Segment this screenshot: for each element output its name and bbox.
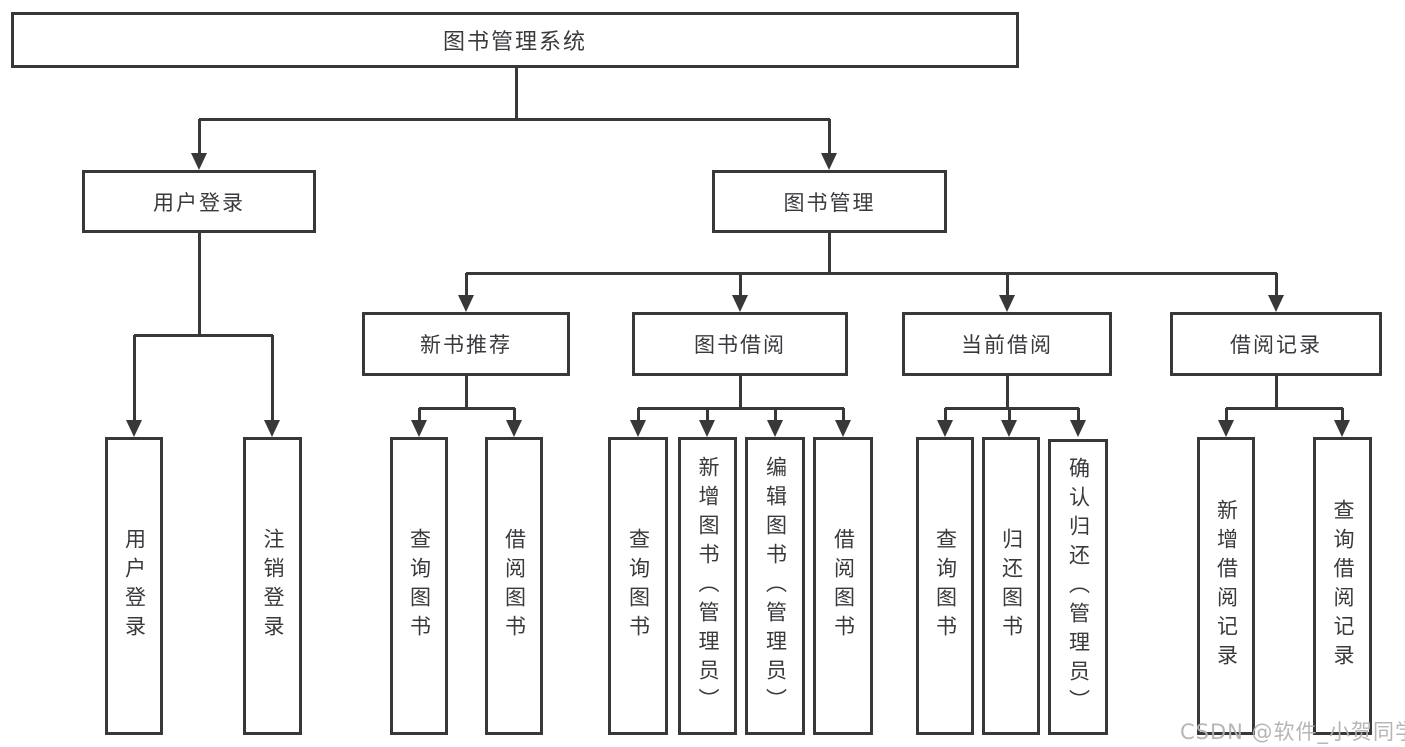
connector-drop-borrowing-records	[1275, 273, 1278, 305]
leaf-edit-books-admin: 编辑图书（管理员）	[745, 437, 805, 735]
node-book-borrowing-label: 图书借阅	[694, 333, 786, 357]
connector-drop-add-books	[706, 408, 709, 430]
leaf-query-books-1: 查询图书	[390, 437, 448, 735]
leaf-logout: 注销登录	[243, 437, 302, 735]
leaf-logout-label: 注销登录	[261, 528, 285, 644]
connector-drop-add-borrow-record	[1225, 408, 1228, 430]
connector-root-stem	[515, 68, 518, 120]
connector-drop-leaf-logout	[271, 335, 274, 430]
arrowhead-add-books	[699, 420, 715, 437]
leaf-borrow-books-1-label: 借阅图书	[502, 528, 527, 644]
leaf-query-books-3-label: 查询图书	[933, 528, 958, 644]
connector-drop-query-books-1	[418, 408, 421, 430]
connector-drop-borrow-books-1	[513, 408, 516, 430]
leaf-add-books-admin-label: 新增图书（管理员）	[696, 455, 720, 717]
connector-borrowing-records-rail	[1226, 407, 1343, 410]
connector-drop-borrow-books-2	[842, 408, 845, 430]
connector-book-borrowing-rail	[638, 407, 844, 410]
node-current-borrowing-label: 当前借阅	[961, 333, 1053, 357]
connector-drop-book-management	[828, 119, 831, 165]
connector-drop-query-borrow-record	[1341, 408, 1344, 430]
connector-drop-return-books	[1008, 408, 1011, 430]
connector-borrowing-records-stem	[1275, 376, 1278, 409]
leaf-confirm-return-admin-label: 确认归还（管理员）	[1066, 456, 1091, 718]
node-borrowing-records: 借阅记录	[1170, 312, 1382, 376]
connector-drop-confirm-return	[1077, 408, 1080, 430]
arrowhead-leaf-user-login	[126, 420, 142, 437]
connector-drop-query-books-2	[637, 408, 640, 430]
leaf-user-login-label: 用户登录	[122, 528, 147, 644]
node-root: 图书管理系统	[11, 12, 1019, 68]
node-root-label: 图书管理系统	[442, 30, 587, 55]
connector-new-book-recommend-stem	[465, 376, 468, 409]
arrowhead-user-login	[191, 153, 207, 170]
leaf-confirm-return-admin: 确认归还（管理员）	[1048, 439, 1108, 735]
connector-book-borrowing-stem	[739, 376, 742, 409]
leaf-user-login: 用户登录	[105, 437, 163, 735]
connector-current-borrowing-stem	[1006, 376, 1009, 409]
node-book-management-label: 图书管理	[783, 190, 876, 215]
leaf-query-books-3: 查询图书	[916, 437, 974, 735]
arrowhead-edit-books	[767, 420, 783, 437]
leaf-borrow-books-2: 借阅图书	[813, 437, 873, 735]
arrowhead-query-borrow-record	[1334, 420, 1350, 437]
arrowhead-add-borrow-record	[1218, 420, 1234, 437]
connector-drop-edit-books	[774, 408, 777, 430]
arrowhead-leaf-logout	[264, 420, 280, 437]
leaf-add-borrow-record: 新增借阅记录	[1197, 437, 1255, 735]
node-new-book-recommend-label: 新书推荐	[420, 333, 512, 357]
leaf-return-books: 归还图书	[982, 437, 1040, 735]
leaf-borrow-books-2-label: 借阅图书	[831, 528, 856, 644]
node-user-login-label: 用户登录	[153, 190, 245, 215]
connector-level3-rail	[466, 272, 1277, 275]
leaf-query-borrow-record-label: 查询借阅记录	[1331, 499, 1355, 673]
connector-drop-current-borrowing	[1006, 273, 1009, 305]
arrowhead-query-books-2	[630, 420, 646, 437]
arrowhead-book-management	[821, 153, 837, 170]
connector-new-book-recommend-rail	[419, 407, 515, 410]
leaf-borrow-books-1: 借阅图书	[485, 437, 543, 735]
arrowhead-return-books	[1001, 420, 1017, 437]
arrowhead-borrowing-records	[1268, 295, 1284, 312]
connector-drop-new-book-recommend	[465, 273, 468, 305]
connector-user-login-rail	[134, 334, 273, 337]
arrowhead-confirm-return	[1070, 420, 1086, 437]
arrowhead-borrow-books-1	[506, 420, 522, 437]
connector-drop-book-borrowing	[739, 273, 742, 305]
leaf-add-borrow-record-label: 新增借阅记录	[1214, 499, 1239, 673]
leaf-edit-books-admin-label: 编辑图书（管理员）	[763, 455, 788, 717]
connector-drop-leaf-user-login	[133, 335, 136, 430]
node-borrowing-records-label: 借阅记录	[1230, 333, 1322, 357]
node-book-borrowing: 图书借阅	[632, 312, 848, 376]
leaf-query-books-1-label: 查询图书	[407, 528, 432, 644]
node-new-book-recommend: 新书推荐	[362, 312, 570, 376]
connector-level2-rail	[199, 118, 830, 121]
node-user-login: 用户登录	[82, 170, 316, 233]
arrowhead-query-books-3	[937, 420, 953, 437]
connector-book-management-stem	[828, 233, 831, 274]
node-book-management: 图书管理	[712, 170, 947, 233]
arrowhead-borrow-books-2	[835, 420, 851, 437]
leaf-return-books-label: 归还图书	[999, 528, 1024, 644]
connector-drop-query-books-3	[944, 408, 947, 430]
leaf-add-books-admin: 新增图书（管理员）	[678, 437, 737, 735]
connector-user-login-stem	[198, 233, 201, 336]
arrowhead-current-borrowing	[999, 295, 1015, 312]
connector-drop-user-login	[198, 119, 201, 165]
leaf-query-books-2-label: 查询图书	[626, 528, 651, 644]
leaf-query-borrow-record: 查询借阅记录	[1313, 437, 1372, 735]
arrowhead-new-book-recommend	[458, 295, 474, 312]
arrowhead-query-books-1	[411, 420, 427, 437]
connector-current-borrowing-rail	[945, 407, 1079, 410]
csdn-watermark: CSDN @软件_小贺同学	[1180, 720, 1405, 744]
arrowhead-book-borrowing	[732, 295, 748, 312]
node-current-borrowing: 当前借阅	[902, 312, 1112, 376]
leaf-query-books-2: 查询图书	[608, 437, 668, 735]
